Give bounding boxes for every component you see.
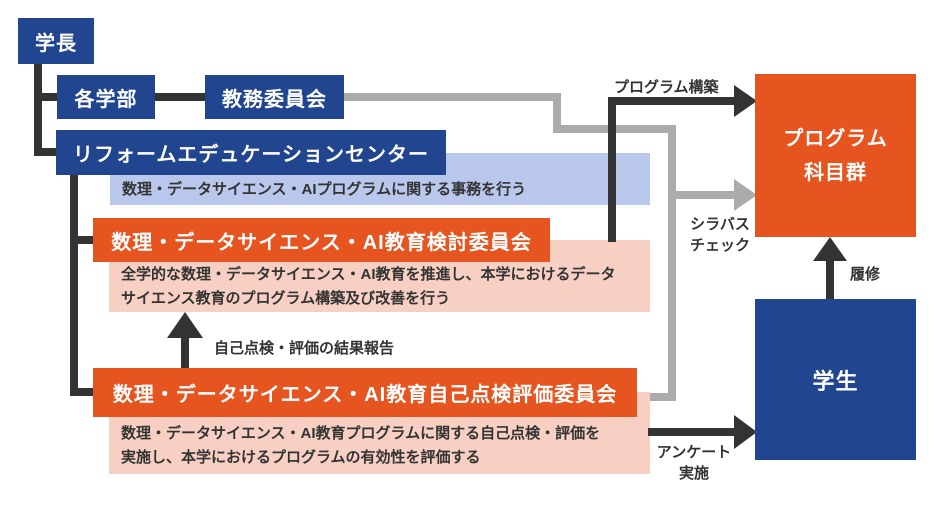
survey-label: アンケート 実施 [656,444,732,482]
self-check-report-label: 自己点検・評価の結果報告 [214,340,395,357]
program-build-arrow-vertical [608,97,616,242]
enrollment-arrowhead-icon [813,237,847,261]
node-academic-affairs-committee: 教務委員会 [205,75,344,119]
report-arrow-shaft [181,336,189,370]
syllabus-check-label: シラバス チェック [689,216,750,254]
enrollment-arrow-shaft [826,258,834,301]
president-faculties-branch [34,93,64,101]
node-program-subjects: プログラム 科目群 [755,74,916,237]
enrollment-label: 履修 [850,266,881,283]
gray-connector-step-vertical [553,93,561,133]
president-reform-branch [34,148,64,156]
reform-review-branch [70,236,100,244]
gray-connector-main-vertical [668,125,676,401]
survey-arrowhead-icon [734,415,757,449]
faculties-kyomu-connector [152,93,208,101]
reform-trunk-line [70,170,78,396]
program-build-arrow-shaft [608,97,734,105]
node-students: 学生 [755,299,916,460]
reform-selfcheck-branch [70,388,100,396]
node-ai-education-selfcheck-committee: 数理・データサイエンス・AI教育自己点検評価委員会 [93,368,637,417]
report-arrowhead-icon [167,312,203,338]
gray-connector-kyomu-horizontal [340,93,561,101]
node-ai-education-review-committee: 数理・データサイエンス・AI教育検討委員会 [93,218,550,262]
survey-arrow-shaft [648,428,734,436]
node-president: 学長 [18,18,94,64]
program-build-arrowhead-icon [734,85,757,117]
node-reform-education-center: リフォームエデュケーションセンター [56,130,446,175]
syllabus-check-arrowhead-icon [734,179,757,211]
program-build-label: プログラム構築 [614,79,719,96]
node-faculties: 各学部 [57,75,155,119]
gray-connector-selfcheck-horizontal [646,393,676,401]
gray-connector-syllabus-shaft [668,191,734,199]
